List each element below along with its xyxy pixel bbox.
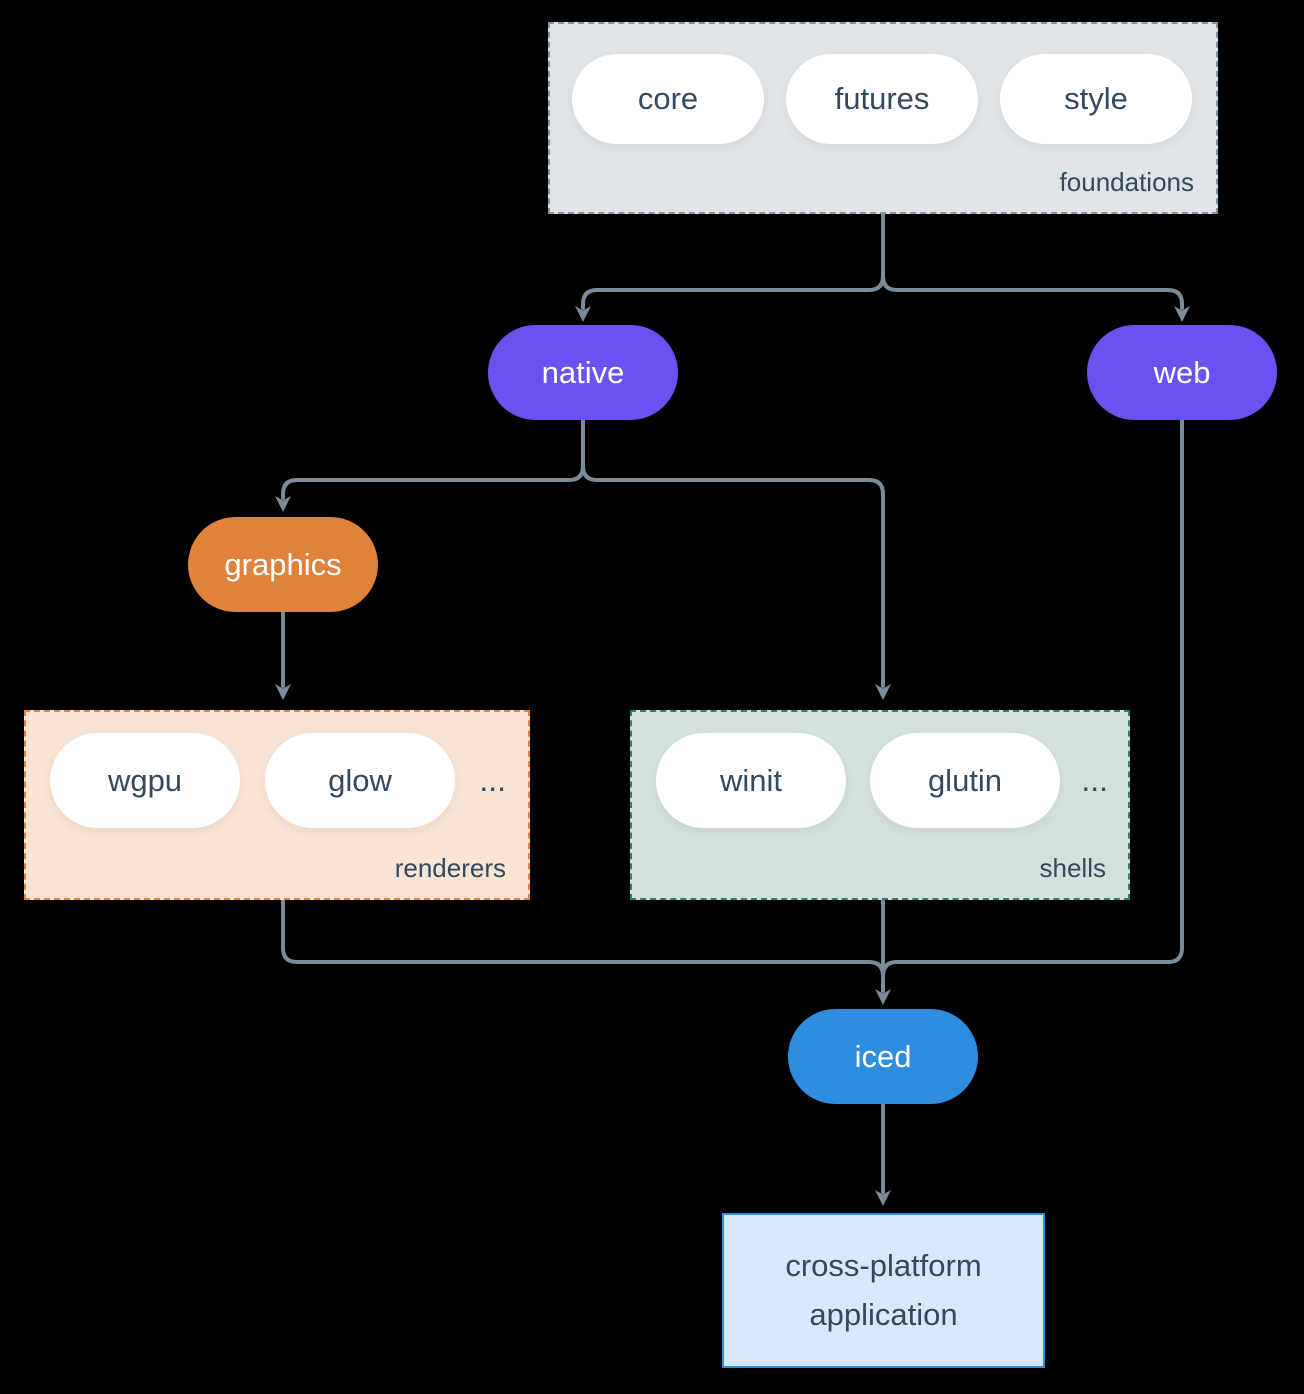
edge-renderers-iced bbox=[281, 899, 885, 978]
application-node: cross-platform application bbox=[722, 1213, 1045, 1368]
native-node: native bbox=[488, 325, 678, 420]
pill-core: core bbox=[572, 54, 764, 144]
pill-futures: futures bbox=[786, 54, 978, 144]
shells-ellipsis: ... bbox=[1081, 762, 1108, 798]
edge-foundations-native bbox=[575, 274, 885, 322]
pill-winit: winit bbox=[656, 733, 846, 828]
pill-style: style bbox=[1000, 54, 1192, 144]
foundations-label: foundations bbox=[1059, 167, 1194, 197]
edge-native-shells bbox=[581, 464, 891, 700]
shells-label: shells bbox=[1039, 853, 1106, 883]
pill-glow: glow bbox=[265, 733, 455, 828]
renderers-label: renderers bbox=[394, 853, 506, 883]
shells-group: winit glutin ... shells bbox=[630, 710, 1130, 900]
foundations-pill-row: core futures style bbox=[572, 54, 1192, 144]
iced-node: iced bbox=[788, 1009, 978, 1104]
pill-wgpu: wgpu bbox=[50, 733, 240, 828]
edge-native-graphics bbox=[275, 464, 585, 512]
web-node: web bbox=[1087, 325, 1277, 420]
application-label: cross-platform application bbox=[785, 1248, 982, 1332]
edge-foundations-web bbox=[881, 274, 1190, 322]
renderers-group: wgpu glow ... renderers bbox=[24, 710, 530, 900]
pill-glutin: glutin bbox=[870, 733, 1060, 828]
renderers-ellipsis: ... bbox=[479, 762, 506, 798]
foundations-group: core futures style foundations bbox=[548, 22, 1218, 214]
graphics-node: graphics bbox=[188, 517, 378, 612]
